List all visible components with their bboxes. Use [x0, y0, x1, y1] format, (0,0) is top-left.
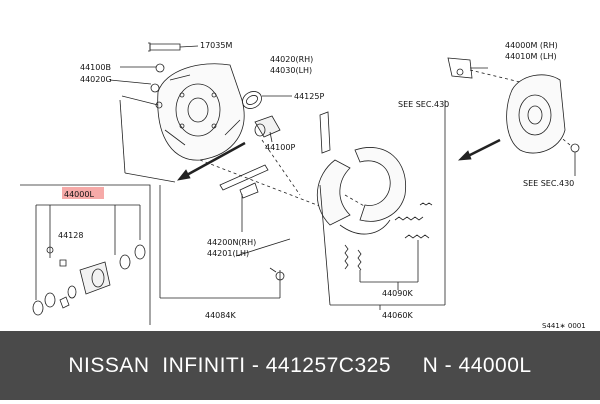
springs-drawing — [344, 202, 433, 271]
right-backing-plate-drawing — [447, 57, 580, 176]
diagram-code: S441∗ 0001 — [542, 322, 586, 330]
arrow-left — [177, 141, 246, 181]
label-44020G: 44020G — [80, 75, 112, 84]
adjuster-drawing — [219, 164, 269, 232]
label-44090K: 44090K — [382, 289, 413, 298]
label-44000M-rh: 44000M (RH) — [505, 41, 558, 50]
label-44060K: 44060K — [382, 311, 413, 320]
label-44100B: 44100B — [80, 63, 111, 72]
seal-ring-drawing — [242, 91, 292, 109]
label-44100P: 44100P — [265, 143, 295, 152]
wheel-cylinder-drawing — [254, 115, 281, 143]
label-44084K: 44084K — [205, 311, 236, 320]
part-highlight — [62, 187, 104, 199]
footer-background — [0, 331, 600, 400]
label-44000L: 44000L — [64, 190, 94, 199]
bolts-drawing — [109, 63, 165, 109]
arrow-right — [457, 138, 501, 161]
diagram-artwork — [20, 42, 580, 325]
label-17035M: 17035M — [200, 41, 232, 50]
label-44201-lh: 44201(LH) — [207, 249, 249, 258]
part-number-footer: NISSAN INFINITI - 441257C325 N - 44000L — [68, 353, 532, 377]
label-44128: 44128 — [58, 231, 83, 240]
lever-drawing — [319, 111, 331, 154]
label-44200N-rh: 44200N(RH) — [207, 238, 256, 247]
label-see-sec-upper: SEE SEC.430 — [398, 100, 449, 109]
brake-shoes-drawing — [316, 147, 407, 235]
label-44125P: 44125P — [294, 92, 324, 101]
leader-lines — [119, 99, 446, 310]
label-see-sec-lower: SEE SEC.430 — [523, 179, 574, 188]
label-44010M-lh: 44010M (LH) — [505, 52, 557, 61]
label-44030-lh: 44030(LH) — [270, 66, 312, 75]
bleeder-screw-drawing — [148, 42, 199, 52]
inset-parts-drawing — [20, 184, 151, 325]
label-44020-rh: 44020(RH) — [270, 55, 313, 64]
backing-plate-drawing — [157, 63, 245, 161]
